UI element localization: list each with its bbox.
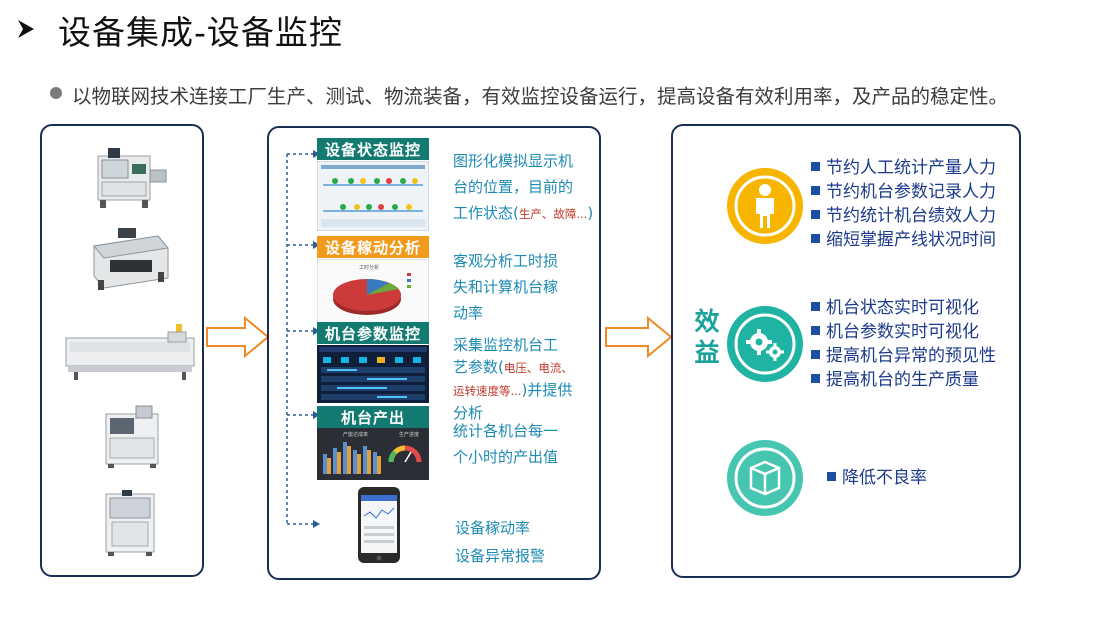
section-parameters-desc: 采集监控机台工 艺参数(电压、电流、 运转速度等...)并提供 分析	[453, 336, 573, 422]
benefit-item: 节约统计机台绩效人力	[811, 204, 996, 228]
parameters-dashboard-thumbnail	[317, 345, 429, 403]
machine-4-image	[105, 405, 159, 468]
title-arrow-icon	[18, 20, 34, 38]
monitoring-panel: 设备状态监控 图形化模拟显示机 台的位置，目前的 工作状态(生产、故障...) …	[267, 126, 601, 580]
benefit-item: 缩短掌握产线状况时间	[811, 228, 996, 252]
machine-3-image	[65, 324, 195, 380]
status-monitor-thumbnail	[317, 161, 429, 231]
box-icon	[727, 440, 803, 516]
gauge-title: 生产进度	[399, 431, 419, 438]
benefit-item: 提高机台的生产质量	[811, 368, 996, 392]
benefit-item: 降低不良率	[827, 466, 927, 490]
benefits-panel: 效益 节约人工统计产量人力 节约机台参数记录人力 节约统计机台绩效人力 缩短掌握…	[671, 124, 1021, 578]
output-chart-thumbnail: 产能达成率 生产进度	[317, 428, 429, 480]
section-header-output: 机台产出	[317, 406, 429, 428]
mobile-phone-image	[358, 487, 400, 563]
section-header-status: 设备状态监控	[317, 138, 429, 160]
section-header-utilization: 设备稼动分析	[317, 236, 429, 258]
benefit-item: 机台状态实时可视化	[811, 296, 996, 320]
bar-chart-title: 产能达成率	[343, 431, 368, 438]
page-title: 设备集成-设备监控	[58, 13, 343, 52]
person-icon	[727, 168, 803, 244]
section-header-parameters: 机台参数监控	[317, 322, 429, 344]
machine-1-image	[97, 148, 167, 208]
flow-arrow-2	[605, 315, 673, 359]
intro-bullet: 以物联网技术连接工厂生产、测试、物流装备，有效监控设备运行，提高设备有效利用率，…	[72, 85, 1009, 108]
bullet-dot	[50, 87, 62, 99]
benefit-item: 提高机台异常的预见性	[811, 344, 996, 368]
gears-icon	[727, 306, 803, 382]
section-utilization-desc: 客观分析工时损 失和计算机台稼 动率	[453, 252, 559, 322]
flow-arrow-1	[206, 315, 270, 359]
benefit-item: 节约人工统计产量人力	[811, 156, 996, 180]
pie-chart-title: 工时分析	[359, 264, 379, 271]
equipment-panel	[40, 124, 204, 577]
benefit-item: 机台参数实时可视化	[811, 320, 996, 344]
benefit-group-3: 降低不良率	[827, 466, 927, 490]
mobile-desc: 设备稼动率 设备异常报警	[455, 519, 546, 565]
benefit-group-1: 节约人工统计产量人力 节约机台参数记录人力 节约统计机台绩效人力 缩短掌握产线状…	[811, 156, 996, 252]
dashed-connector	[286, 150, 320, 528]
benefits-label: 效益	[694, 307, 720, 367]
section-output-desc: 统计各机台每一 个小时的产出值	[453, 422, 559, 466]
machine-5-image	[105, 490, 155, 556]
benefit-item: 节约机台参数记录人力	[811, 180, 996, 204]
machine-2-image	[93, 228, 169, 290]
section-status-desc: 图形化模拟显示机 台的位置，目前的 工作状态(生产、故障...)	[453, 152, 594, 222]
benefit-group-2: 机台状态实时可视化 机台参数实时可视化 提高机台异常的预见性 提高机台的生产质量	[811, 296, 996, 392]
utilization-pie-thumbnail: 工时分析	[317, 259, 429, 323]
